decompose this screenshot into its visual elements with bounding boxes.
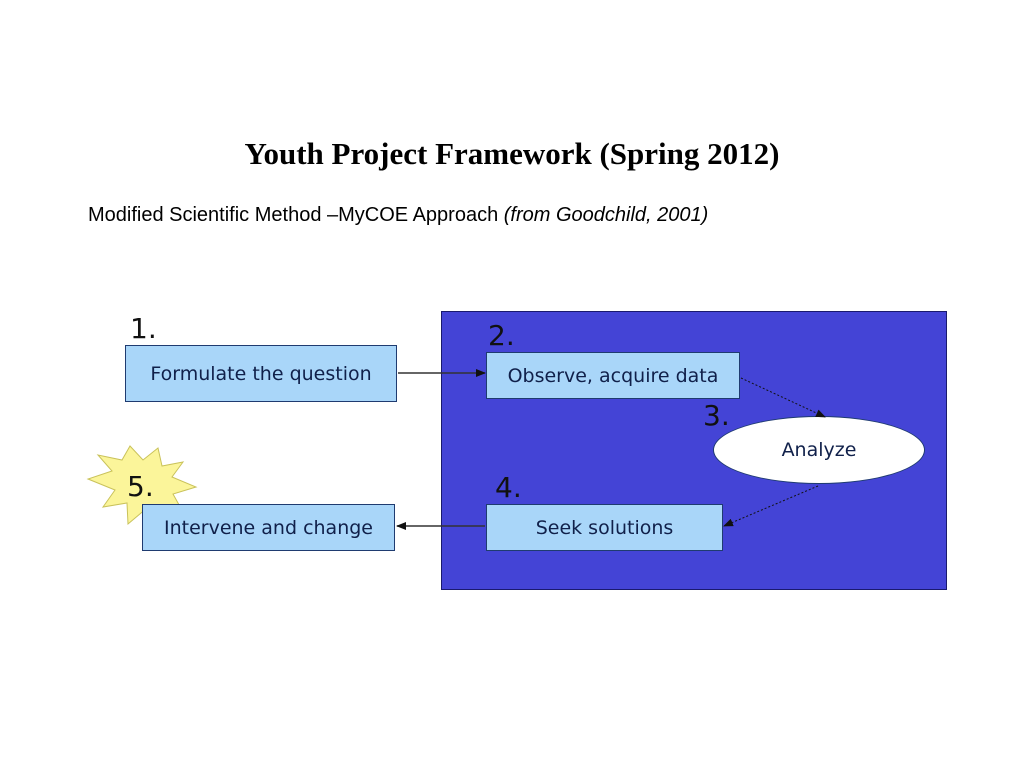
step-4-label: Seek solutions: [535, 516, 674, 539]
step-3-number: 3.: [703, 399, 730, 432]
step-3-label: Analyze: [781, 439, 857, 461]
slide-subtitle: Modified Scientific Method –MyCOE Approa…: [88, 204, 708, 227]
slide-title: Youth Project Framework (Spring 2012): [244, 136, 780, 171]
step-1-label: Formulate the question: [150, 362, 372, 385]
step-4-number: 4.: [495, 471, 522, 504]
step-2-number: 2.: [488, 319, 515, 352]
step-1-box: Formulate the question: [125, 345, 397, 402]
step-2-box: Observe, acquire data: [486, 352, 740, 399]
step-5-number: 5.: [127, 470, 154, 503]
subtitle-citation: (from Goodchild, 2001): [503, 204, 709, 226]
arrow-2-to-3: [740, 377, 826, 418]
step-5-label: Intervene and change: [163, 516, 373, 539]
subtitle-text: Modified Scientific Method –MyCOE Approa…: [88, 204, 499, 226]
step-5-box: Intervene and change: [142, 504, 395, 551]
step-3-ellipse: Analyze: [713, 416, 925, 484]
step-1-number: 1.: [130, 312, 157, 345]
step-4-box: Seek solutions: [486, 504, 723, 551]
step-2-label: Observe, acquire data: [507, 364, 719, 387]
arrow-3-to-4: [723, 485, 819, 527]
